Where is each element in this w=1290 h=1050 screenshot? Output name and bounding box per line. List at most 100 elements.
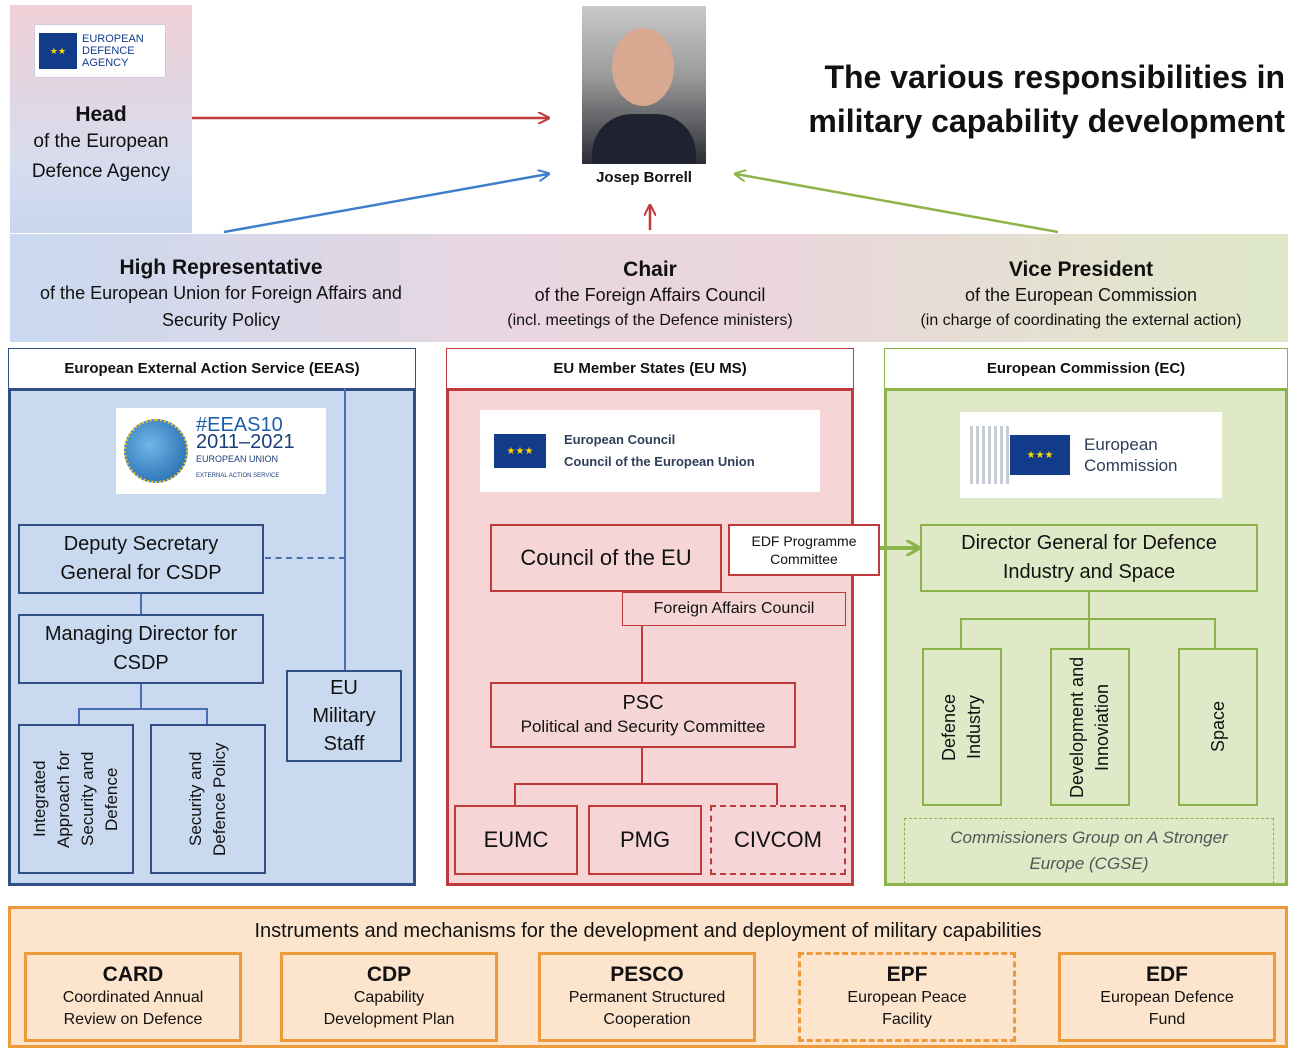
psc-box: PSC Political and Security Committee [490, 682, 796, 748]
role-vice-president: Vice President of the European Commissio… [872, 250, 1290, 340]
role-desc: of the Foreign Affairs Council [534, 284, 766, 305]
page-title: The various responsibilities in military… [808, 59, 1285, 139]
deputy-secretary-box: Deputy Secretary General for CSDP [18, 524, 264, 594]
connector [1088, 618, 1090, 648]
instrument-abbr: EPF [886, 963, 928, 986]
council-logo: ★★★ European Council Council of the Euro… [480, 410, 820, 492]
psc-title: PSC [622, 691, 664, 714]
instrument-abbr: EDF [1146, 963, 1188, 986]
eda-logo: ★★ EUROPEAN DEFENCE AGENCY [34, 24, 166, 78]
connector [514, 783, 516, 805]
eda-head: Head of the European Defence Agency [10, 100, 192, 190]
connector [140, 684, 142, 708]
instrument-desc: European Defence Fund [1100, 989, 1234, 1028]
connector [206, 708, 208, 724]
space-box: Space [1178, 648, 1258, 806]
council-eu-label: Council of the EU [520, 545, 692, 570]
role-sub: (in charge of coordinating the external … [920, 311, 1242, 329]
instrument-card: CARD Coordinated Annual Review on Defenc… [24, 952, 242, 1042]
connector [140, 594, 142, 614]
role-title: High Representative [119, 256, 323, 279]
person-face-icon [612, 28, 674, 106]
instrument-desc: Capability Development Plan [323, 989, 455, 1028]
integrated-approach-box: Integrated Approach for Security and Def… [18, 724, 134, 874]
eda-logo-text: EUROPEAN DEFENCE AGENCY [82, 33, 144, 69]
connector [514, 783, 778, 785]
role-title: Vice President [1008, 257, 1154, 281]
roles-band [10, 234, 1288, 342]
security-defence-box: Security and Defence Policy [150, 724, 266, 874]
connector [1214, 618, 1216, 648]
instrument-abbr: PESCO [610, 963, 684, 986]
person-photo [582, 6, 706, 164]
connector [1088, 592, 1090, 618]
connector [641, 626, 643, 682]
ms-header: EU Member States (EU MS) [553, 359, 747, 377]
connector [78, 708, 80, 724]
arrow-hr-to-person [223, 174, 548, 234]
commission-logo-line1: European [1084, 435, 1158, 454]
connector-dashed [265, 557, 345, 559]
edf-committee-box: EDF Programme Committee [728, 524, 880, 576]
development-box: Development and Innoviation [1050, 648, 1130, 806]
pmg-box: PMG [588, 805, 702, 875]
instrument-abbr: CARD [102, 963, 164, 986]
eu-flag-icon: ★★★ [1010, 435, 1070, 475]
eeas-header: European External Action Service (EEAS) [64, 359, 360, 377]
person-suit-icon [592, 114, 696, 164]
director-general-box: Director General for Defence Industry an… [920, 524, 1258, 592]
role-desc: of the European Union for Foreign Affair… [40, 283, 402, 330]
council-logo-line1: European Council [564, 432, 676, 447]
cgse-box: Commissioners Group on A Stronger Europe… [904, 818, 1274, 884]
connector [78, 708, 208, 710]
role-sub: (incl. meetings of the Defence ministers… [507, 311, 793, 329]
commission-logo: ★★★ European Commission [960, 412, 1222, 498]
psc-desc: Political and Security Committee [520, 716, 766, 736]
instrument-desc: Coordinated Annual Review on Defence [62, 989, 204, 1028]
deputy-secretary-label: Deputy Secretary General for CSDP [60, 533, 222, 584]
fac-label: Foreign Affairs Council [653, 600, 815, 617]
role-chair: Chair of the Foreign Affairs Council (in… [445, 250, 855, 340]
defence-industry-box: Defence Industry [922, 648, 1002, 806]
council-logo-line2: Council of the European Union [564, 454, 755, 469]
director-general-label: Director General for Defence Industry an… [961, 532, 1217, 583]
globe-icon [124, 419, 188, 483]
instrument-edf: EDF European Defence Fund [1058, 952, 1276, 1042]
commission-building-icon [970, 426, 1010, 484]
civcom-box: CIVCOM [710, 805, 846, 875]
managing-director-box: Managing Director for CSDP [18, 614, 264, 684]
eu-military-staff-label: EU Military Staff [312, 677, 376, 755]
role-desc: of the European Commission [964, 284, 1198, 305]
eda-desc: of the European Defence Agency [31, 131, 171, 182]
edf-committee-label: EDF Programme Committee [751, 533, 857, 567]
eda-role: Head [75, 103, 127, 126]
instruments-panel [8, 906, 1288, 1048]
role-title: Chair [623, 257, 677, 281]
eu-military-staff-box: EU Military Staff [286, 670, 402, 762]
pmg-label: PMG [619, 827, 671, 852]
eumc-label: EUMC [483, 827, 549, 852]
civcom-label: CIVCOM [734, 827, 822, 852]
person-name: Josep Borrell [596, 168, 692, 186]
eu-flag-icon: ★★ [39, 33, 77, 69]
cgse-label: Commissioners Group on A Stronger Europe… [950, 828, 1228, 873]
fac-box: Foreign Affairs Council [622, 592, 846, 626]
instrument-cdp: CDP Capability Development Plan [280, 952, 498, 1042]
role-high-representative: High Representative of the European Unio… [14, 250, 428, 340]
managing-director-label: Managing Director for CSDP [44, 623, 238, 674]
instrument-desc: Permanent Structured Cooperation [568, 989, 726, 1028]
instrument-pesco: PESCO Permanent Structured Cooperation [538, 952, 756, 1042]
instrument-epf: EPF European Peace Facility [798, 952, 1016, 1042]
arrow-vp-to-person [736, 174, 1059, 234]
commission-logo-line2: Commission [1084, 456, 1178, 475]
connector [344, 388, 346, 670]
eeas-logo-line2: 2011–2021 [196, 431, 295, 453]
eeas-logo-line4: EXTERNAL ACTION SERVICE [196, 473, 280, 479]
eu-flag-icon: ★★★ [494, 434, 546, 468]
connector [776, 783, 778, 805]
connector [641, 748, 643, 784]
eeas-logo-line1: #EEAS10 [196, 414, 283, 436]
instrument-desc: European Peace Facility [847, 989, 967, 1028]
eeas-logo-line3: EUROPEAN UNION [196, 454, 279, 464]
